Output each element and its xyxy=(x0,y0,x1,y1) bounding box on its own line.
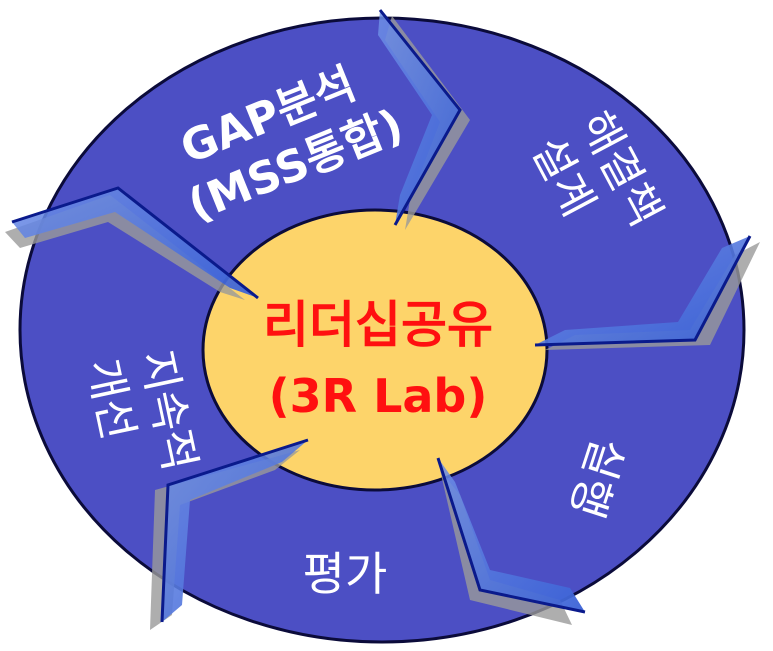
center-ellipse xyxy=(201,208,549,492)
arrow-right xyxy=(534,235,760,350)
arrow-top xyxy=(378,9,470,230)
arrow-bottom-left xyxy=(150,438,309,630)
evaluate-text: 평가 xyxy=(303,547,388,601)
arrow-left xyxy=(5,186,259,300)
center-title: 리더십공유 xyxy=(263,296,493,354)
center-subtitle: (3R Lab) xyxy=(269,369,488,423)
arrow-bottom-right xyxy=(436,457,586,625)
